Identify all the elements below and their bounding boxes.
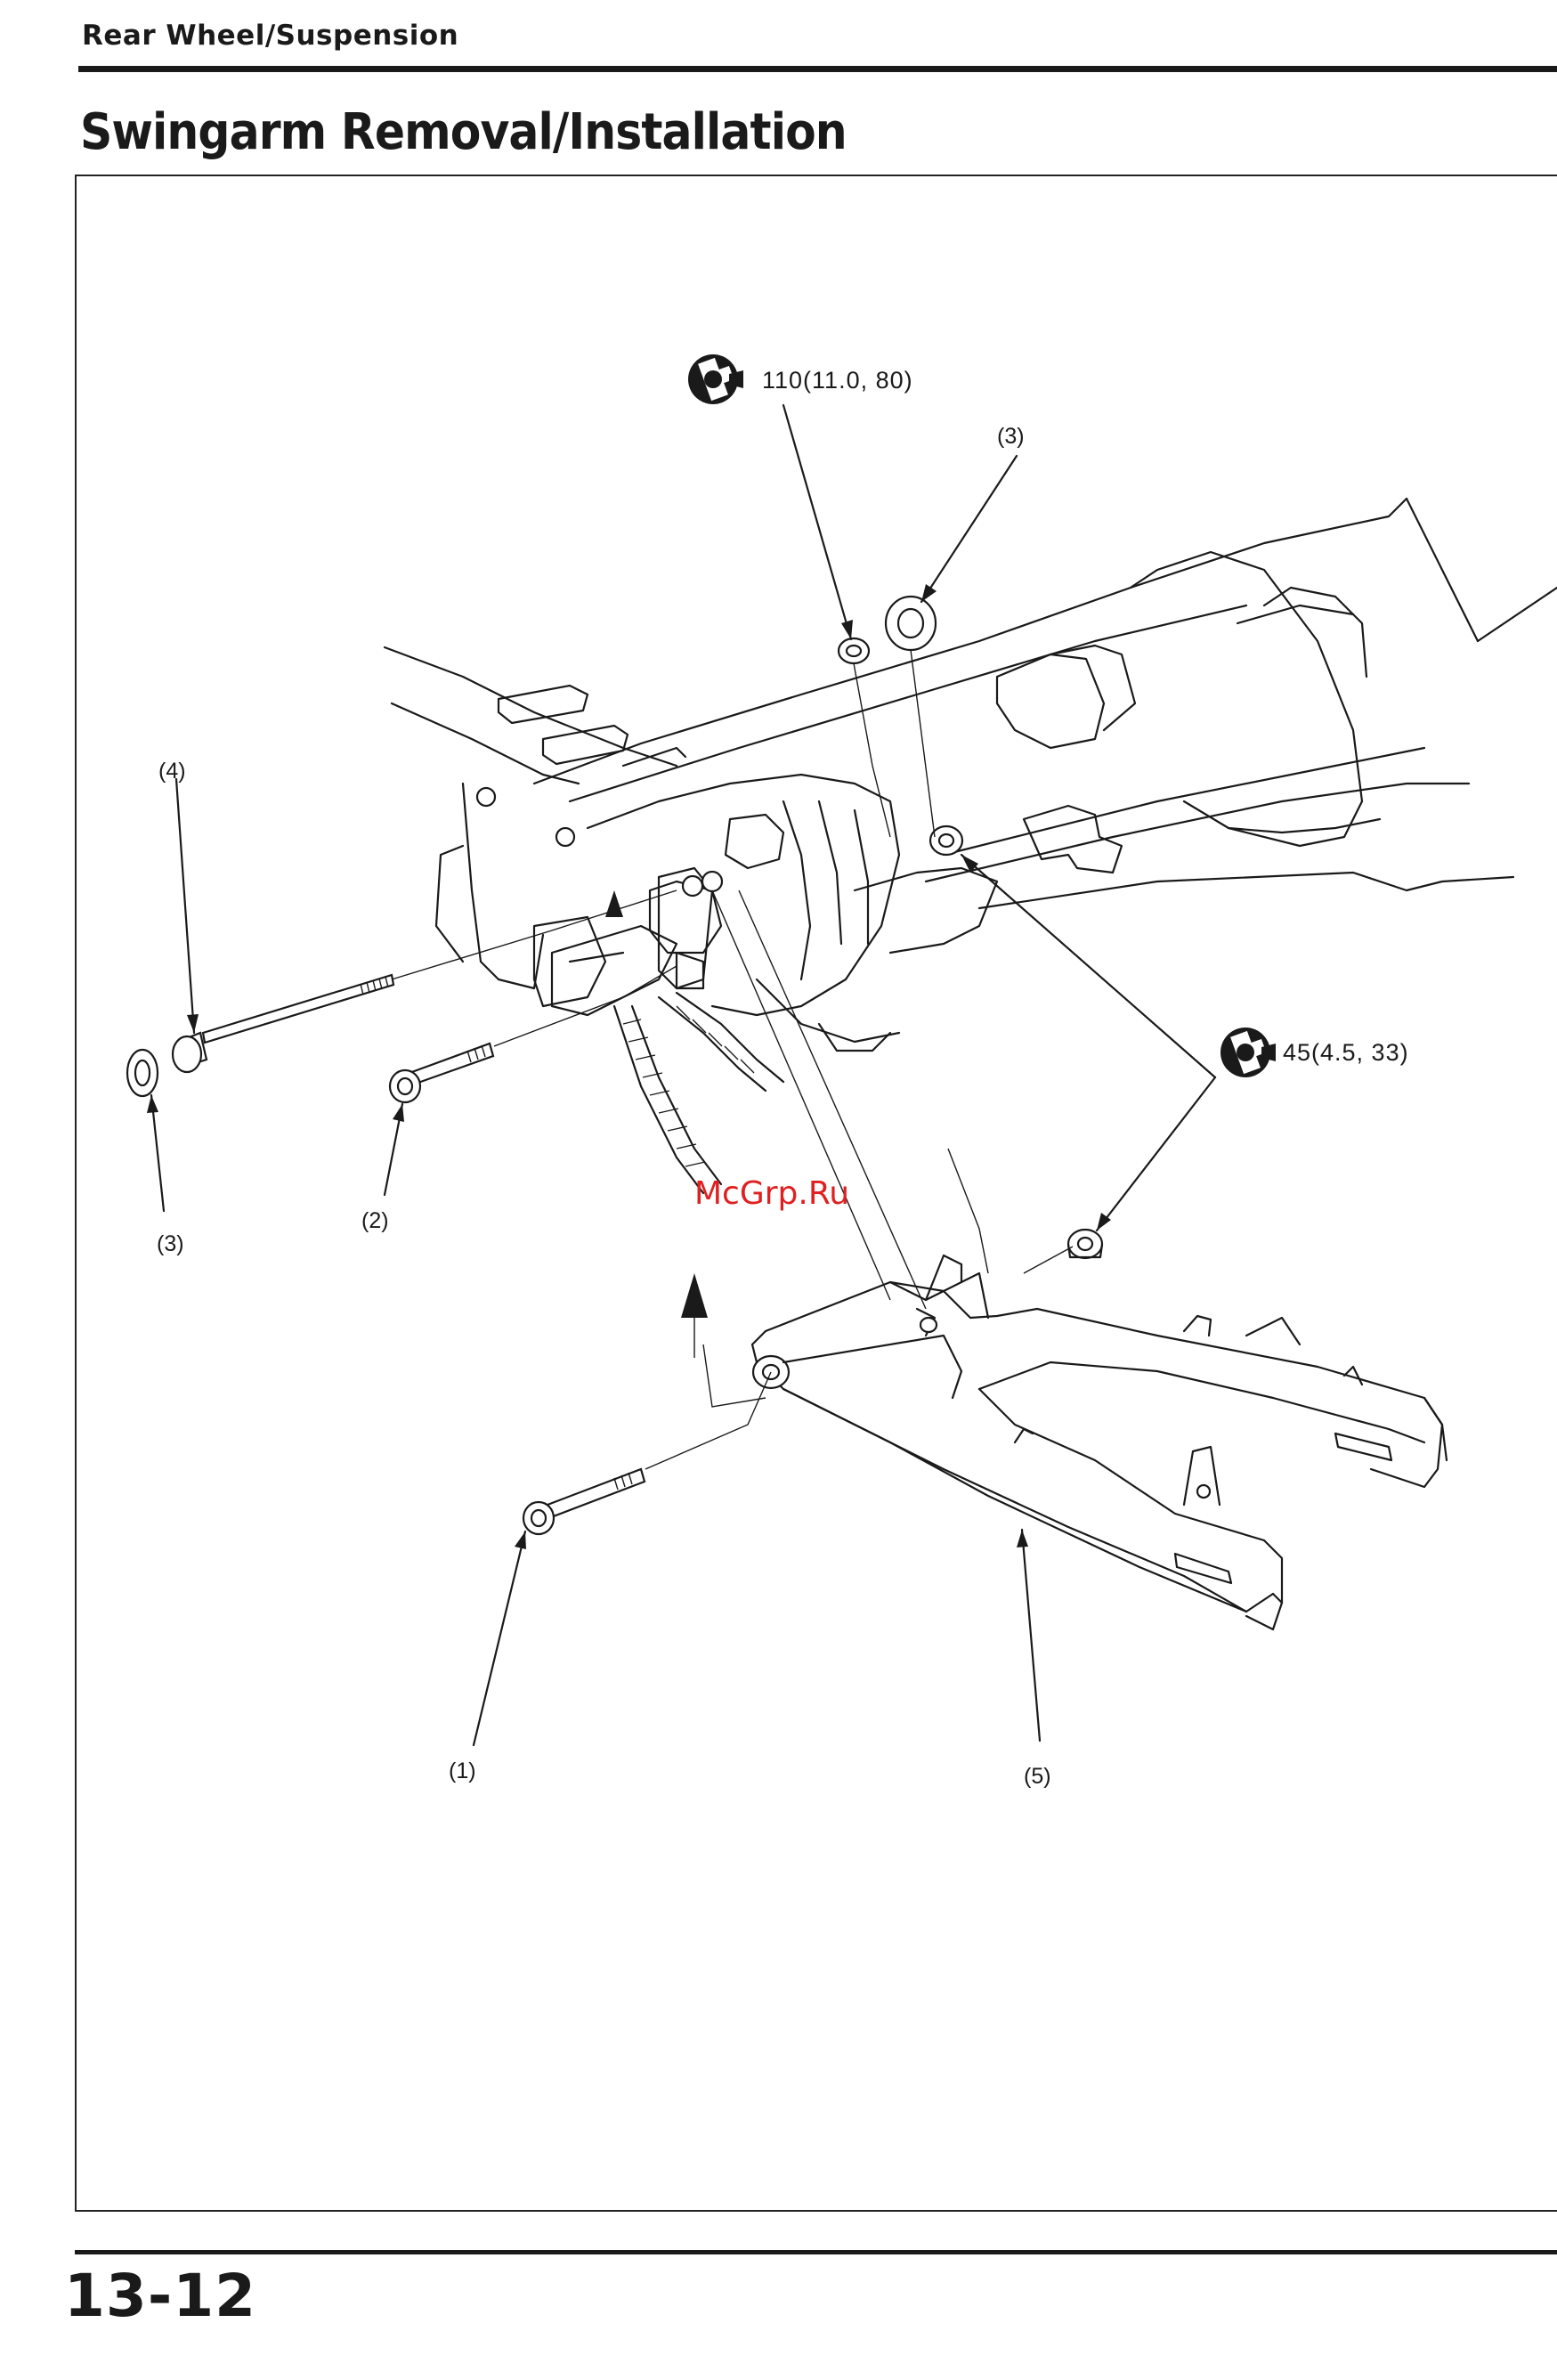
pivot-bolt-lower [523, 1469, 645, 1534]
callout-5: (5) [1024, 1764, 1051, 1789]
swingarm [752, 1255, 1447, 1629]
watermark: McGrp.Ru [694, 1175, 849, 1212]
frame-assembly [385, 499, 1557, 1193]
torque-wrench-icon [688, 354, 743, 404]
link-bolt [390, 1044, 493, 1102]
callout-3-left: (3) [157, 1231, 184, 1256]
torque-spec-right: 45(4.5, 33) [1283, 1039, 1409, 1066]
pivot-bolt-long [127, 975, 393, 1096]
pivot-collar-top [839, 597, 962, 855]
callout-2: (2) [361, 1208, 389, 1233]
centerlines [392, 650, 1073, 1469]
footer-rule [75, 2250, 1557, 2254]
callout-1: (1) [449, 1759, 476, 1783]
page-number: 13-12 [64, 2262, 256, 2330]
leader-lines [147, 405, 1215, 1745]
torque-wrench-icon [1220, 1028, 1276, 1077]
direction-arrows [605, 890, 708, 1358]
callout-3-top: (3) [997, 424, 1025, 449]
nut-right [1068, 1230, 1102, 1258]
torque-spec-upper: 110(11.0, 80) [762, 367, 913, 394]
callout-4: (4) [158, 759, 186, 784]
